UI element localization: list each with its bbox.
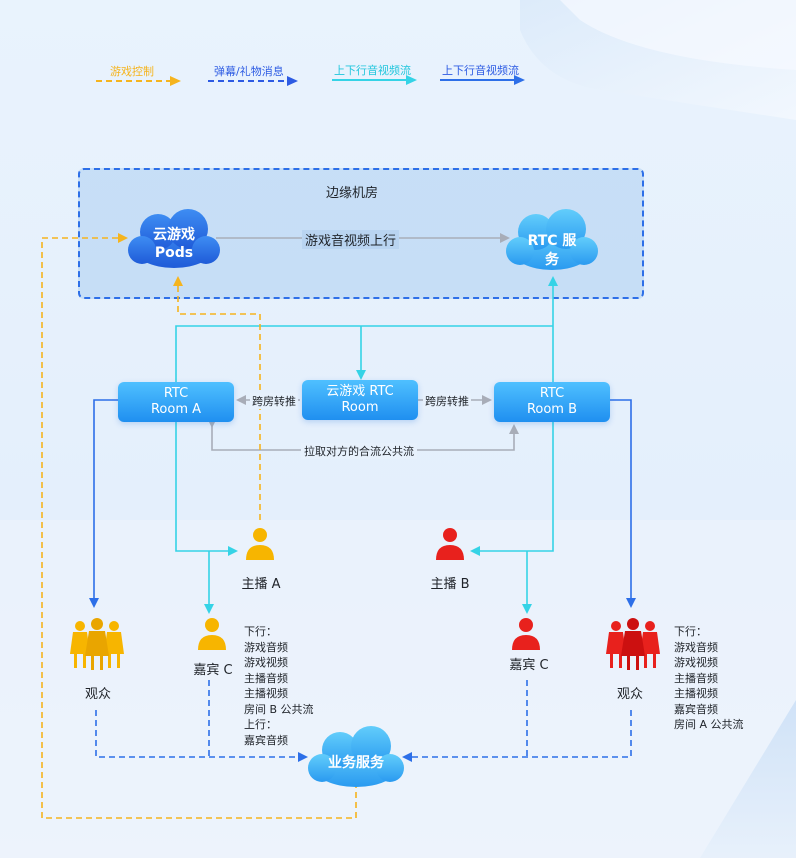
legend-label-game-control: 游戏控制 (110, 65, 154, 78)
cloud-pods-label: 云游戏 Pods (134, 226, 214, 262)
edge-room-b-to-audience (610, 399, 636, 608)
cloud-rtc-service-line1: RTC 服 (527, 233, 577, 249)
note-line: 游戏视频 (244, 656, 288, 669)
legend-label-av-cyan: 上下行音视频流 (334, 64, 411, 77)
audience-b-group-icon (606, 618, 660, 670)
host-a-label: 主播 A (241, 577, 281, 592)
cloud-game-rtc-room[interactable]: 云游戏 RTC Room (302, 380, 418, 420)
note-line: 主播音频 (244, 671, 288, 685)
rtc-room-b-line1: RTC (539, 386, 565, 401)
edge-room-a-to-audience (89, 399, 118, 608)
cloud-pods-line1: 云游戏 (153, 227, 195, 243)
cloud-game-rtc-room-line1: 云游戏 RTC (326, 384, 394, 399)
guest-b-person-icon (512, 618, 540, 650)
cloud-rtc-service-label: RTC 服 务 (512, 232, 592, 270)
host-a-person-icon (246, 528, 274, 560)
note-line: 房间 B 公共流 (244, 702, 314, 716)
edge-label-pull-mixed: 拉取对方的合流公共流 (301, 443, 417, 459)
zone-title: 边缘机房 (326, 186, 379, 201)
note-line: 游戏音频 (674, 640, 718, 654)
legend-label-message: 弹幕/礼物消息 (214, 65, 284, 78)
host-b-label: 主播 B (430, 577, 470, 592)
guest-b-label: 嘉宾 C (509, 658, 549, 673)
edge-room-a-to-host-a (175, 422, 238, 556)
note-line: 主播音频 (674, 671, 718, 685)
guest-a-person-icon (198, 618, 226, 650)
cloud-game-rtc-room-line2: Room (341, 400, 379, 415)
note-line: 房间 A 公共流 (674, 718, 744, 731)
rtc-room-b[interactable]: RTC Room B (494, 382, 610, 422)
note-line: 主播视频 (244, 687, 288, 700)
edge-msg-right (402, 710, 632, 762)
edge-label-relay-a: 跨房转推 (250, 393, 298, 409)
edge-room-b-to-host-b (470, 422, 554, 556)
rtc-room-a-line1: RTC (163, 386, 189, 401)
note-line: 嘉宾音频 (674, 702, 718, 716)
audience-a-group-icon (70, 618, 124, 670)
edge-label-relay-b: 跨房转推 (423, 393, 471, 409)
host-b-person-icon (436, 528, 464, 560)
guest-a-label: 嘉宾 C (193, 663, 233, 678)
rtc-room-b-line2: Room B (526, 402, 578, 417)
note-line: 上行： (244, 718, 277, 731)
note-line: 主播视频 (674, 687, 718, 700)
note-line: 下行： (674, 625, 707, 638)
edge-label-upstream: 游戏音视频上行 (302, 230, 400, 249)
note-line: 游戏音频 (244, 640, 288, 654)
edge-av-bus (175, 325, 553, 384)
cloud-pods-line2: Pods (154, 245, 194, 261)
note-line: 游戏视频 (674, 656, 718, 669)
rtc-room-a-line2: Room A (150, 402, 202, 417)
cloud-business-label: 业务服务 (328, 755, 384, 771)
audience-b-label: 观众 (616, 687, 643, 702)
guest-a-stream-notes: 下行： 游戏音频 游戏视频 主播音频 主播视频 房间 B 公共流 上行： 嘉宾音… (244, 624, 314, 748)
rtc-room-a[interactable]: RTC Room A (118, 382, 234, 422)
audience-a-label: 观众 (84, 687, 111, 702)
legend-label-av-blue: 上下行音视频流 (442, 64, 519, 77)
note-line: 下行： (244, 625, 277, 638)
note-line: 嘉宾音频 (244, 733, 288, 747)
audience-b-stream-notes: 下行： 游戏音频 游戏视频 主播音频 主播视频 嘉宾音频 房间 A 公共流 (674, 624, 744, 733)
cloud-rtc-service-line2: 务 (545, 252, 559, 268)
